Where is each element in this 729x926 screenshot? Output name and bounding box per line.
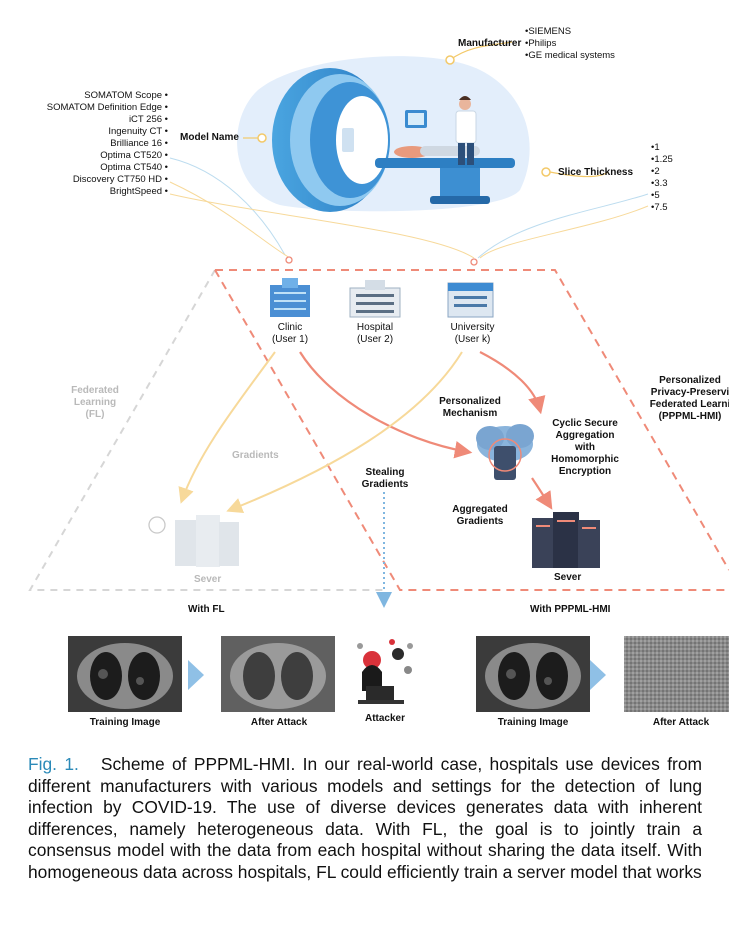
manufacturer-item: SIEMENS bbox=[525, 26, 615, 38]
fl-gradient-arrow-2 bbox=[226, 351, 463, 513]
ct-lung-image bbox=[476, 636, 590, 712]
slice-connector bbox=[549, 171, 609, 178]
manufacturer-connector bbox=[449, 41, 513, 61]
slice-item: 1 bbox=[651, 142, 673, 154]
after-attack-label-1: After Attack bbox=[250, 717, 308, 728]
pppml-server-label: Sever bbox=[554, 572, 582, 583]
personalized-mechanism-label: Personalized Mechanism bbox=[439, 396, 501, 419]
fl-title: Federated Learning (FL) bbox=[71, 385, 119, 420]
pppml-boundary bbox=[215, 269, 729, 571]
model-item: Ingenuity CT bbox=[47, 126, 168, 138]
hospital-building bbox=[349, 280, 401, 318]
fl-server-label: Sever bbox=[194, 574, 222, 585]
slice-item: 1.25 bbox=[651, 154, 673, 166]
slice-item: 2 bbox=[651, 166, 673, 178]
model-name-label: Model Name bbox=[180, 132, 239, 143]
figure-number: Fig. 1. bbox=[28, 754, 79, 774]
cyclic-secure-label: Cyclic Secure Aggregation with Homomorph… bbox=[551, 418, 619, 477]
clinic-building bbox=[270, 278, 310, 317]
manufacturer-label: Manufacturer bbox=[458, 38, 522, 49]
university-arrow bbox=[479, 351, 546, 415]
with-pppml-label: With PPPML-HMI bbox=[530, 604, 611, 615]
figure-caption: Fig. 1. Scheme of PPPML-HMI. In our real… bbox=[28, 754, 702, 883]
slice-list: 1 1.25 2 3.3 5 7.5 bbox=[651, 142, 673, 214]
model-item: SOMATOM Definition Edge bbox=[47, 102, 168, 114]
ct-lung-image bbox=[68, 636, 182, 712]
hospital-label: Hospital(User 2) bbox=[356, 322, 394, 345]
stealing-gradients-label: Stealing Gradients bbox=[361, 467, 409, 490]
slice-item: 7.5 bbox=[651, 202, 673, 214]
after-attack-label-2: After Attack bbox=[652, 717, 710, 728]
chevron-right-icon bbox=[188, 660, 204, 690]
manufacturer-list: SIEMENS Philips GE medical systems bbox=[525, 26, 615, 62]
university-building bbox=[447, 282, 494, 318]
model-item: Optima CT520 bbox=[47, 150, 168, 162]
smile-icon bbox=[148, 516, 166, 534]
fl-gradient-arrow-1 bbox=[178, 351, 276, 504]
secure-aggregation-cloud bbox=[476, 424, 534, 480]
after-attack-image-1 bbox=[221, 636, 335, 712]
chevron-right-icon bbox=[590, 660, 606, 690]
noise-image bbox=[624, 636, 729, 712]
fl-server bbox=[175, 515, 239, 567]
university-label: University(User k) bbox=[450, 322, 495, 345]
model-item: BrightSpeed bbox=[47, 186, 168, 198]
pppml-server bbox=[532, 512, 600, 568]
model-item: SOMATOM Scope bbox=[47, 90, 168, 102]
attacker-icon bbox=[357, 639, 413, 704]
model-item: Brilliance 16 bbox=[47, 138, 168, 150]
aggregated-gradients-label: Aggregated Gradients bbox=[452, 504, 508, 527]
attacker-label: Attacker bbox=[364, 713, 406, 724]
slice-item: 5 bbox=[651, 190, 673, 202]
personalized-arrow bbox=[299, 351, 473, 459]
ct-lung-image bbox=[221, 636, 335, 712]
caption-text: Scheme of PPPML-HMI. In our real-world c… bbox=[28, 754, 703, 882]
manufacturer-item: Philips bbox=[525, 38, 615, 50]
model-item: Discovery CT750 HD bbox=[47, 174, 168, 186]
pppml-title: Personalized Privacy-Preservi Federated … bbox=[649, 375, 729, 422]
model-item: iCT 256 bbox=[47, 114, 168, 126]
ct-scanner-illustration bbox=[272, 68, 515, 212]
slice-item: 3.3 bbox=[651, 178, 673, 190]
after-attack-image-2 bbox=[624, 636, 729, 712]
training-image-label-1: Training Image bbox=[89, 717, 161, 728]
model-list: SOMATOM Scope SOMATOM Definition Edge iC… bbox=[47, 90, 168, 198]
fl-gradients-label: Gradients bbox=[232, 450, 279, 461]
clinic-label: Clinic(User 1) bbox=[271, 322, 309, 345]
fl-boundary bbox=[28, 269, 385, 591]
diagram-canvas bbox=[28, 41, 729, 608]
manufacturer-item: GE medical systems bbox=[525, 50, 615, 62]
aggregate-arrow bbox=[531, 477, 553, 510]
training-image-2 bbox=[476, 636, 590, 712]
model-item: Optima CT540 bbox=[47, 162, 168, 174]
slice-thickness-label: Slice Thickness bbox=[558, 167, 634, 178]
training-image-label-2: Training Image bbox=[497, 717, 569, 728]
with-fl-label: With FL bbox=[188, 604, 225, 615]
training-image-1 bbox=[68, 636, 182, 712]
